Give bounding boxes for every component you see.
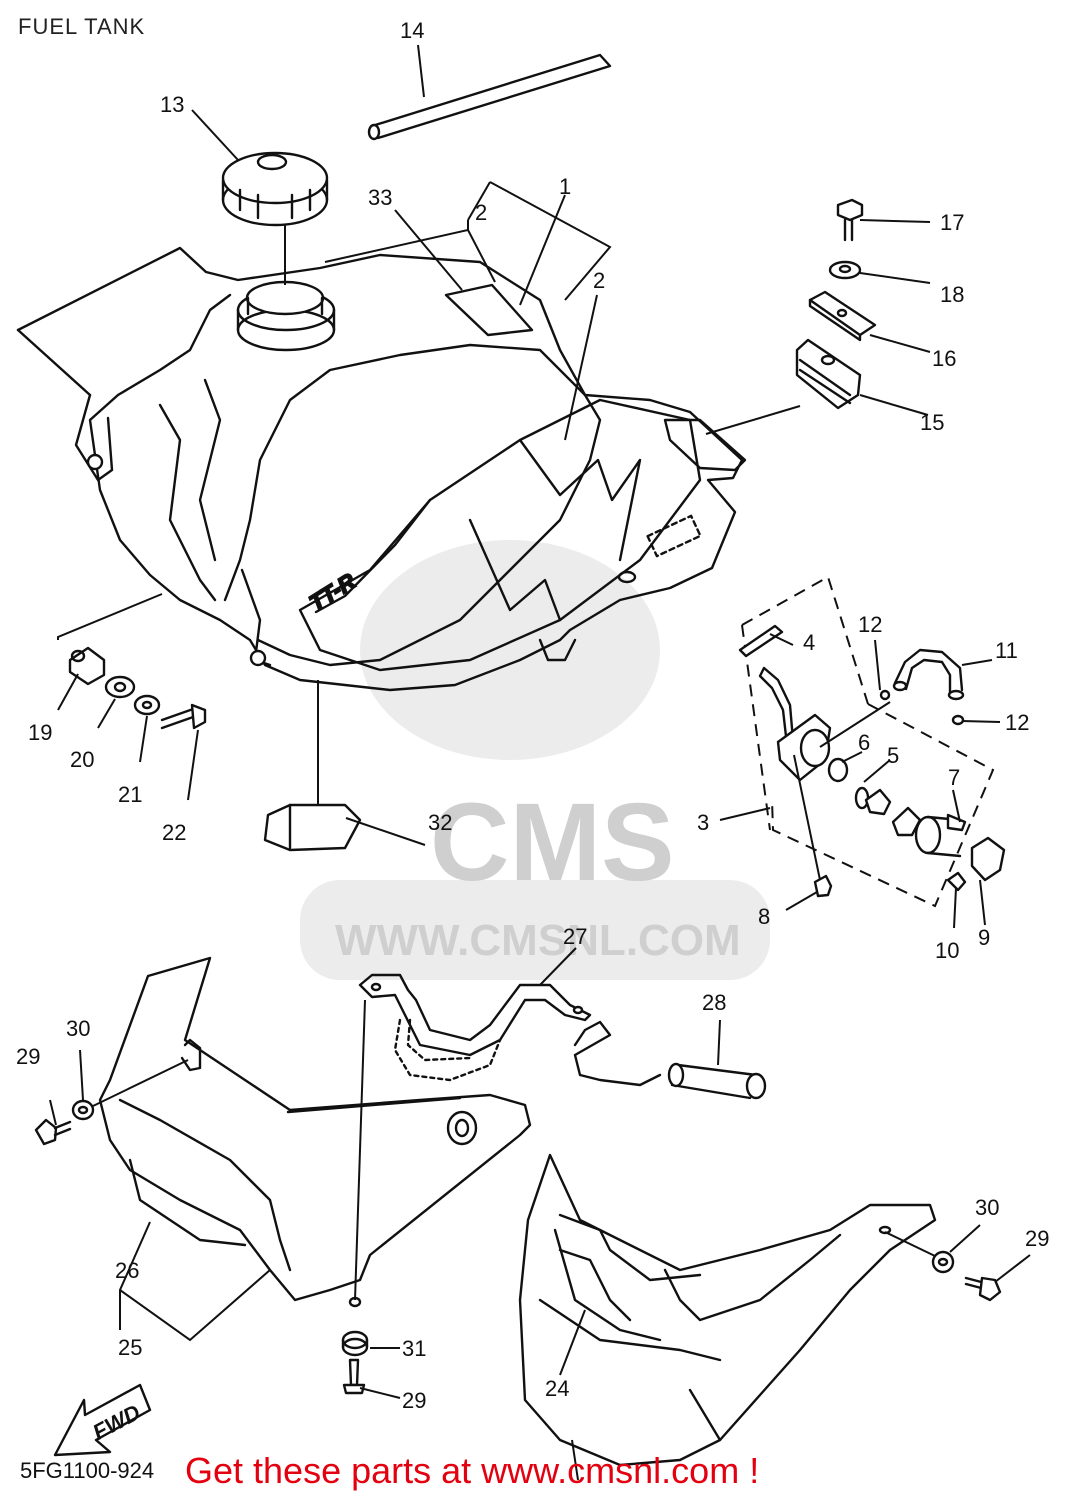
left-side-cover (98, 956, 532, 1308)
plain-washer (133, 694, 161, 716)
right-side-cover (518, 1153, 937, 1467)
mount-bolt (836, 198, 864, 242)
watermark-url: WWW.CMSNL.COM (335, 916, 741, 965)
center-screw (342, 1358, 366, 1395)
callout-32: 32 (428, 810, 452, 835)
callout-30-left: 30 (66, 1016, 90, 1041)
callout-29-right: 29 (1025, 1226, 1049, 1251)
tank-pad (263, 803, 362, 852)
tank-stay (358, 973, 662, 1087)
diagram-code: 5FG1100-924 (20, 1458, 155, 1483)
callout-5: 5 (887, 743, 899, 768)
tank-decal-text: TT-R (305, 568, 360, 615)
right-cover-washer (931, 1250, 955, 1274)
callout-9: 9 (978, 925, 990, 950)
callout-21: 21 (118, 782, 142, 807)
callout-13: 13 (160, 92, 184, 117)
callout-31: 31 (402, 1336, 426, 1361)
callout-29-left: 29 (16, 1044, 40, 1069)
breather-hose (367, 53, 612, 141)
callout-numbers: 14 13 1 33 2 2 17 18 16 15 4 12 11 12 6 … (16, 18, 1049, 1413)
callout-2-top: 2 (475, 200, 487, 225)
callout-28: 28 (702, 990, 726, 1015)
fuel-cock-assembly (738, 575, 1006, 908)
drain-hose (667, 1062, 767, 1100)
callout-18: 18 (940, 282, 964, 307)
collar-washer (104, 675, 136, 699)
fuel-cap (221, 151, 329, 227)
callout-2-right: 2 (593, 268, 605, 293)
callout-20: 20 (70, 747, 94, 772)
callout-17: 17 (940, 210, 964, 235)
page-title: FUEL TANK (18, 14, 146, 39)
callout-15: 15 (920, 410, 944, 435)
callout-29-bottom: 29 (402, 1388, 426, 1413)
decal-patch (394, 209, 463, 291)
callout-16: 16 (932, 346, 956, 371)
mount-cushion (795, 338, 862, 410)
callout-4: 4 (803, 630, 815, 655)
left-cover-bolt (34, 1118, 72, 1146)
watermark-brand: CMS (430, 781, 674, 904)
callout-24: 24 (545, 1376, 569, 1401)
callout-12-right: 12 (1005, 710, 1029, 735)
callout-8: 8 (758, 904, 770, 929)
callout-22: 22 (162, 820, 186, 845)
callout-14: 14 (400, 18, 424, 43)
left-cover-washer (71, 1099, 95, 1121)
callout-25: 25 (118, 1335, 142, 1360)
callout-6: 6 (858, 730, 870, 755)
mount-damper (808, 290, 877, 342)
right-cover-bolt (964, 1276, 1002, 1302)
callout-1: 1 (559, 174, 571, 199)
watermark: CMS WWW.CMSNL.COM (300, 540, 770, 980)
callout-12-top: 12 (858, 612, 882, 637)
callout-10: 10 (935, 938, 959, 963)
center-grommet (341, 1330, 369, 1357)
callout-33: 33 (368, 185, 392, 210)
callout-30-right: 30 (975, 1195, 999, 1220)
callout-7: 7 (948, 765, 960, 790)
forward-direction-arrow: FWD (53, 1383, 152, 1457)
callout-27: 27 (563, 924, 587, 949)
mount-washer (828, 260, 862, 280)
call-to-action-link[interactable]: Get these parts at www.cmsnl.com ! (185, 1450, 760, 1491)
leader-lines (49, 44, 1031, 1481)
callout-3: 3 (697, 810, 709, 835)
callout-26: 26 (115, 1258, 139, 1283)
tank-bolt (160, 703, 207, 730)
callout-19: 19 (28, 720, 52, 745)
callout-11: 11 (995, 638, 1018, 663)
